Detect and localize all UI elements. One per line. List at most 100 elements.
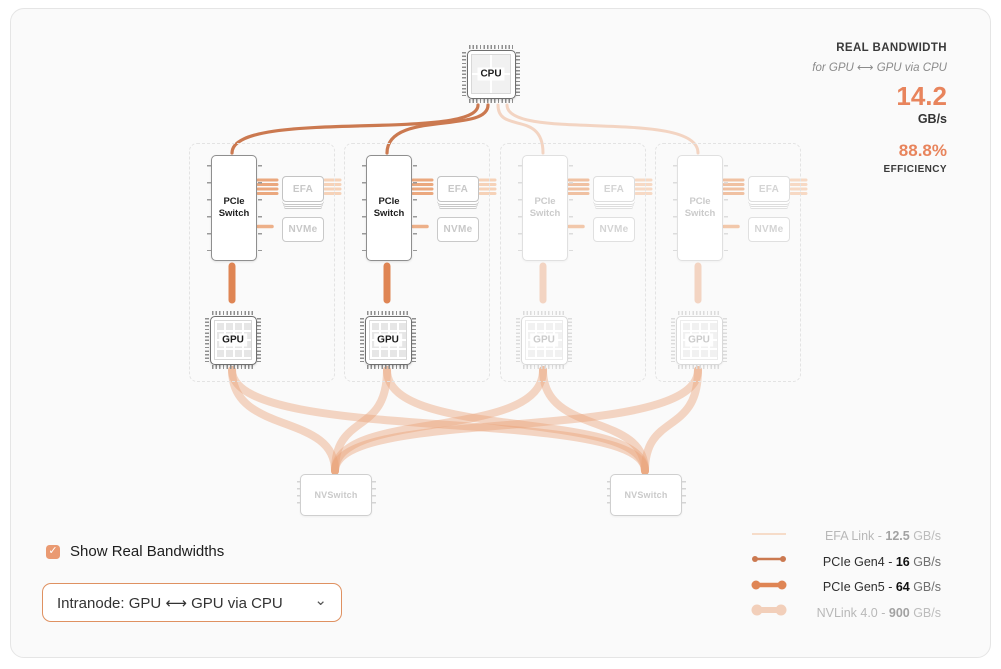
gpu-chip-body: GPU [364, 315, 412, 365]
chip-pins [671, 318, 675, 362]
switch-pins [672, 165, 677, 251]
gpu-chip-body: GPU [520, 315, 568, 365]
switch-pins [723, 165, 728, 251]
chip-pins [523, 365, 565, 369]
chip-pins [412, 318, 416, 362]
efa-label: EFA [447, 183, 469, 195]
chip-pins [723, 318, 727, 362]
pcie-group-3: PCIe Switch EFA NVMe GPU [500, 143, 646, 382]
legend-row-efa: EFA Link - 12.5 GB/s [749, 528, 941, 544]
nvme-node: NVMe [593, 217, 635, 242]
chip-pins [523, 311, 565, 315]
bandwidth-value: 14.2 [896, 81, 947, 111]
switch-pins [206, 165, 211, 251]
nvme-node: NVMe [437, 217, 479, 242]
chip-pins [360, 318, 364, 362]
nvme-label: NVMe [443, 224, 473, 235]
chevron-down-icon: ⌄ [314, 592, 327, 609]
pcie-switch-label: PCIe Switch [373, 196, 405, 219]
cpu-chip-body: CPU [466, 49, 516, 99]
pcie-switch-node: PCIe Switch [517, 155, 573, 261]
switch-pins [568, 165, 573, 251]
efa-label: EFA [758, 183, 780, 195]
pcie-switch-label: PCIe Switch [684, 196, 716, 219]
panel-title: REAL BANDWIDTH [836, 42, 947, 54]
legend-label: PCIe Gen5 - [822, 580, 896, 594]
switch-pins [257, 165, 262, 251]
cpu-node: CPU [462, 45, 520, 103]
chip-pins [469, 45, 513, 49]
efa-node: EFA [593, 176, 635, 202]
pcie-switch-node: PCIe Switch [361, 155, 417, 261]
nvswitch-pins [606, 481, 610, 509]
efficiency-label: EFFICIENCY [883, 164, 947, 176]
chip-pins [205, 318, 209, 362]
pcie-group-1: PCIe Switch EFA NVMe GPU [189, 143, 335, 382]
nvswitch-label: NVSwitch [624, 490, 668, 500]
nvlink-swatch-icon [749, 603, 791, 622]
legend-row-gen5: PCIe Gen5 - 64 GB/s [749, 579, 941, 595]
chip-pins [678, 365, 720, 369]
nvme-label: NVMe [599, 224, 629, 235]
switch-pins [517, 165, 522, 251]
show-real-bandwidths-checkbox[interactable]: ✓ [46, 544, 60, 559]
legend-value: 64 [895, 580, 910, 594]
nvme-label: NVMe [288, 224, 318, 235]
gpu-label: GPU [219, 333, 247, 347]
chip-pins [257, 318, 261, 362]
chip-pins [367, 365, 409, 369]
chip-pins [568, 318, 572, 362]
gpu-node: GPU [205, 311, 261, 369]
gpu-label: GPU [530, 333, 558, 347]
switch-pins [412, 165, 417, 251]
chip-pins [678, 311, 720, 315]
legend-row-gen4: PCIe Gen4 - 16 GB/s [749, 554, 941, 570]
chip-pins [212, 311, 254, 315]
nvswitch-node-2: NVSwitch [606, 474, 686, 516]
legend-label: PCIe Gen4 - [822, 554, 896, 569]
show-real-bandwidths-control[interactable]: ✓ Show Real Bandwidths [46, 543, 224, 560]
pcie-gen4-swatch-icon [749, 552, 791, 571]
efa-label: EFA [292, 183, 314, 195]
gpu-chip-body: GPU [675, 315, 723, 365]
legend-label: EFA Link - [824, 529, 886, 543]
pcie-switch-label: PCIe Switch [218, 196, 250, 219]
pcie-switch-node: PCIe Switch [672, 155, 728, 261]
efa-node: EFA [282, 176, 324, 202]
legend-value: 12.5 [885, 529, 910, 543]
bandwidth-unit: GB/s [917, 112, 947, 127]
connection-select-value: Intranode: GPU ⟷ GPU via CPU [57, 594, 283, 612]
efficiency-value: 88.8% [898, 141, 947, 161]
connection-select[interactable]: Intranode: GPU ⟷ GPU via CPU ⌄ [42, 583, 342, 622]
chip-pins [367, 311, 409, 315]
efa-node: EFA [748, 176, 790, 202]
gpu-chip-body: GPU [209, 315, 257, 365]
panel-subtitle: for GPU ⟷ GPU via CPU [812, 62, 947, 74]
nvswitch-pins [372, 481, 376, 509]
switch-pins [361, 165, 366, 251]
pcie-switch-node: PCIe Switch [206, 155, 262, 261]
link-legend: EFA Link - 12.5 GB/s PCIe Gen4 - 16 GB/s… [749, 528, 941, 630]
legend-row-nvlink: NVLink 4.0 - 900 GB/s [749, 603, 941, 622]
pcie-group-2: PCIe Switch EFA NVMe GPU [344, 143, 490, 382]
legend-unit: GB/s [909, 605, 941, 620]
legend-unit: GB/s [909, 580, 941, 594]
chip-pins [516, 318, 520, 362]
pcie-gen5-swatch-icon [749, 578, 791, 597]
efa-label: EFA [603, 183, 625, 195]
nvme-node: NVMe [748, 217, 790, 242]
legend-value: 16 [895, 554, 910, 569]
chip-pins [516, 52, 520, 96]
gpu-label: GPU [374, 333, 402, 347]
pcie-switch-label: PCIe Switch [529, 196, 561, 219]
gpu-node: GPU [671, 311, 727, 369]
nvswitch-node-1: NVSwitch [296, 474, 376, 516]
chip-pins [212, 365, 254, 369]
gpu-node: GPU [360, 311, 416, 369]
legend-label: NVLink 4.0 - [816, 605, 889, 620]
gpu-label: GPU [685, 333, 713, 347]
nvswitch-pins [296, 481, 300, 509]
efa-link-swatch-icon [749, 527, 791, 546]
nvswitch-label: NVSwitch [314, 490, 358, 500]
